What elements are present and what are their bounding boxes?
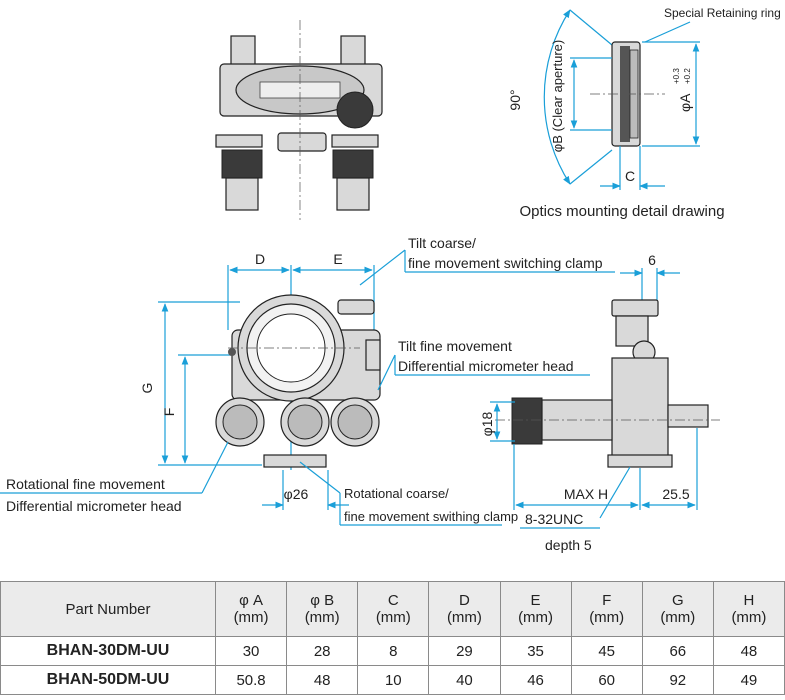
cell-g: 92 (641, 665, 714, 695)
tilt-coarse-label-2: fine movement switching clamp (408, 255, 603, 271)
header-c: C(mm) (357, 581, 430, 637)
rot-fine-label-2: Differential micrometer head (6, 498, 182, 514)
cell-e: 46 (499, 665, 572, 695)
cell-h: 49 (712, 665, 785, 695)
header-d: D(mm) (428, 581, 501, 637)
cell-phiB: 48 (286, 665, 359, 695)
phiA-tolerance-upper: +0.3 (672, 68, 681, 84)
g-label: G (139, 383, 155, 394)
angle-90-label: 90° (507, 89, 523, 110)
six-label: 6 (648, 252, 656, 268)
cell-part-number: BHAN-50DM-UU (0, 665, 216, 695)
optics-detail-drawing: 90° Special Retaining ring φB (Clear ape… (507, 6, 781, 220)
d-label: D (255, 251, 265, 267)
header-part-number: Part Number (0, 581, 216, 637)
spec-table: Part Number φ A(mm) φ B(mm) C(mm) D(mm) … (0, 581, 785, 695)
phiB-label: φB (Clear aperture) (550, 40, 565, 152)
max-h-label: MAX H (564, 486, 608, 502)
rot-coarse-label-2: fine movement swithing clamp (344, 509, 518, 524)
header-e: E(mm) (499, 581, 572, 637)
header-phiA: φ A(mm) (214, 581, 288, 637)
cell-phiA: 30 (214, 636, 288, 666)
cell-d: 40 (428, 665, 501, 695)
cell-phiA: 50.8 (214, 665, 288, 695)
side-view-drawing: 6 φ18 MAX H 25.5 8-32UNC depth 5 (479, 252, 720, 553)
header-f: F(mm) (570, 581, 643, 637)
cell-e: 35 (499, 636, 572, 666)
phi26-label: φ26 (284, 486, 309, 502)
cell-f: 45 (570, 636, 643, 666)
phiA-label: φA (677, 93, 693, 112)
rot-coarse-label-1: Rotational coarse/ (344, 486, 449, 501)
tilt-fine-label-1: Tilt fine movement (398, 338, 512, 354)
optics-caption: Optics mounting detail drawing (519, 203, 724, 220)
cell-f: 60 (570, 665, 643, 695)
f-label: F (161, 408, 177, 417)
phiA-tolerance-lower: +0.2 (683, 68, 692, 84)
cell-h: 48 (712, 636, 785, 666)
table-row: BHAN-50DM-UU 50.8 48 10 40 46 60 92 49 (0, 665, 785, 695)
table-header-row: Part Number φ A(mm) φ B(mm) C(mm) D(mm) … (0, 581, 785, 637)
cell-d: 29 (428, 636, 501, 666)
c-label: C (625, 168, 635, 184)
header-h: H(mm) (712, 581, 785, 637)
cell-c: 10 (357, 665, 430, 695)
cell-c: 8 (357, 636, 430, 666)
front-view-drawing: D E G F φ26 Tilt coarse/ fine movemen (0, 235, 615, 526)
tilt-fine-label-2: Differential micrometer head (398, 358, 574, 374)
dim-25-5-label: 25.5 (662, 486, 689, 502)
top-view-drawing (215, 20, 383, 220)
rot-fine-label-1: Rotational fine movement (6, 476, 165, 492)
technical-drawing: 90° Special Retaining ring φB (Clear ape… (0, 6, 781, 553)
cell-phiB: 28 (286, 636, 359, 666)
header-phiB: φ B(mm) (286, 581, 359, 637)
phi18-label: φ18 (479, 411, 495, 436)
header-g: G(mm) (641, 581, 714, 637)
unc-label: 8-32UNC (525, 511, 583, 527)
table-row: BHAN-30DM-UU 30 28 8 29 35 45 66 48 (0, 636, 785, 666)
cell-part-number: BHAN-30DM-UU (0, 636, 216, 666)
cell-g: 66 (641, 636, 714, 666)
depth-label: depth 5 (545, 537, 592, 553)
special-retaining-ring-label: Special Retaining ring (664, 6, 781, 20)
e-label: E (333, 251, 342, 267)
tilt-coarse-label-1: Tilt coarse/ (408, 235, 476, 251)
